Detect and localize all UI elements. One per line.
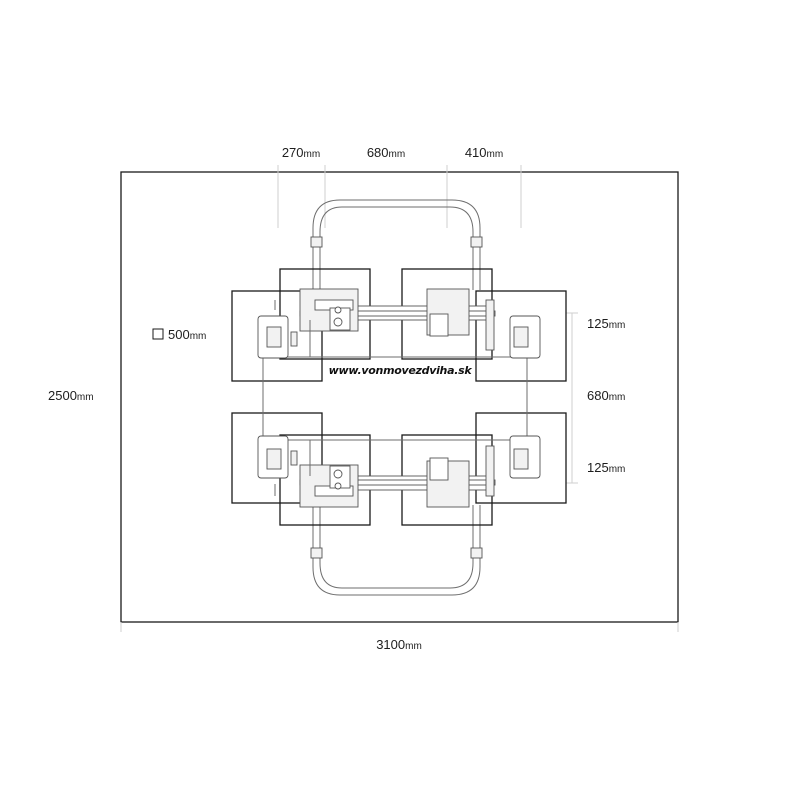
bottom-right-joint	[470, 547, 483, 559]
bottom-dimension-lines	[120, 622, 679, 632]
top-right-joint	[470, 236, 483, 248]
pad-bottom-left-outer	[231, 412, 323, 504]
top-dimension-lines	[277, 165, 522, 228]
top-beam-assembly	[299, 288, 496, 351]
bottom-frame-bow-inner	[319, 505, 474, 589]
bottom-frame-bow	[312, 505, 481, 596]
width-dim: 3100mm	[376, 637, 422, 652]
hose-lines	[274, 300, 311, 496]
top-dim-3: 410mm	[465, 145, 503, 160]
top-frame-bow-inner	[319, 206, 474, 290]
pad-bottom-right-outer	[475, 412, 567, 504]
right-dimension-lines	[566, 312, 578, 484]
bottom-beam-assembly	[299, 445, 496, 508]
watermark-text: www.vonmovezdviha.sk	[329, 364, 473, 377]
bottom-left-joint	[310, 547, 323, 559]
top-frame-bow	[312, 199, 481, 290]
right-dim-1: 125mm	[587, 316, 625, 331]
top-left-joint	[310, 236, 323, 248]
right-dim-2: 680mm	[587, 388, 625, 403]
square-outline-icon	[152, 328, 164, 340]
pad-mounts	[257, 315, 541, 479]
pad-top-left-outer	[231, 290, 323, 382]
top-dim-2: 680mm	[367, 145, 405, 160]
pad-top-right-outer	[475, 290, 567, 382]
top-dim-1: 270mm	[282, 145, 320, 160]
plate-size-label: 500mm	[168, 327, 206, 342]
height-dim: 2500mm	[48, 388, 94, 403]
right-dim-3: 125mm	[587, 460, 625, 475]
working-area-frame	[120, 171, 679, 623]
